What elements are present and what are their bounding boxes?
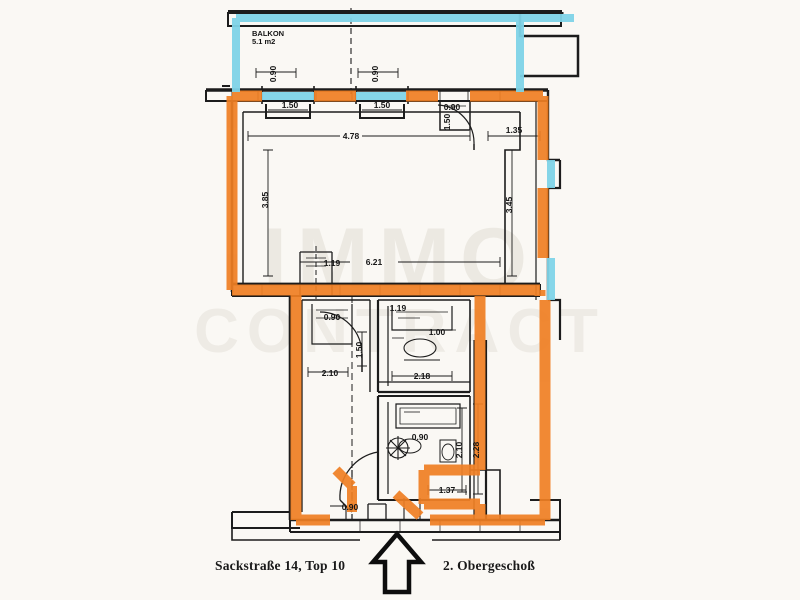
dim-side-tag-2: 2.28 (471, 441, 481, 458)
dim-niche-top: 0.90 (444, 102, 461, 112)
dim-bath-width: 2.18 (414, 371, 431, 381)
dim-window-sill-left: 1.50 (282, 100, 299, 110)
dim-window-right: 0.90 (370, 65, 380, 82)
watermark-line-2: CONTRACT (194, 297, 606, 366)
room-name-balkon: BALKON (252, 29, 284, 38)
room-label-balkon: BALKON 5.1 m2 (252, 29, 284, 46)
dim-right-width: 1.35 (506, 125, 523, 135)
dim-small-room: 2.10 (454, 441, 464, 458)
dim-closet-top: 1.19 (324, 258, 341, 268)
dim-living-width: 4.78 (343, 131, 360, 141)
dim-kitchen-tag: 2.10 (322, 368, 339, 378)
dim-hall: 0.90 (342, 502, 359, 512)
dim-window-left: 0.90 (268, 65, 278, 82)
dim-closet-left: 0.90 (324, 312, 341, 322)
dim-niche-side: 1.50 (442, 113, 452, 130)
dim-side-tag-1: 1.50 (354, 341, 364, 358)
dim-window-sill-right: 1.50 (374, 100, 391, 110)
dim-bath-inner: 0.90 (412, 432, 429, 442)
dim-right-height: 3.45 (504, 196, 514, 213)
dimension-labels: 4.78 3.85 3.45 1.35 6.21 2.18 1.00 2.10 … (260, 65, 523, 512)
dim-living-height: 3.85 (260, 191, 270, 208)
dim-entry-width: 1.37 (439, 485, 456, 495)
balcony-boundary-highlight (232, 14, 574, 300)
dim-bath-label: 1.00 (429, 327, 446, 337)
dim-niche-tag: 1.19 (390, 303, 407, 313)
entrance-arrow (368, 530, 426, 595)
apartment-boundary-highlight (226, 90, 551, 526)
watermark: IMMO CONTRACT (194, 211, 606, 366)
room-area-balkon: 5.1 m2 (252, 37, 275, 46)
dim-corridor-width: 6.21 (366, 257, 383, 267)
